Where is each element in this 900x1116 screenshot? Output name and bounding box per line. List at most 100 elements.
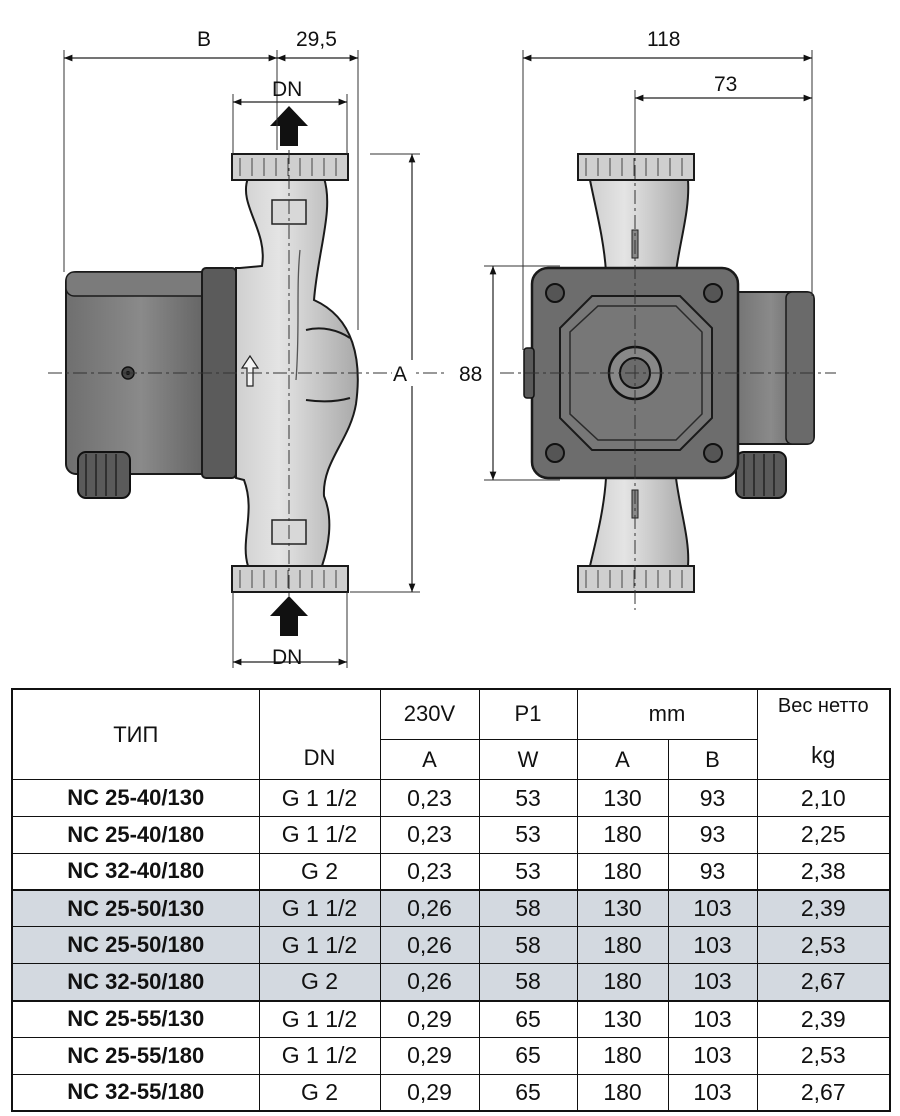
cell-current: 0,23 — [379, 816, 480, 854]
cell-a: 180 — [576, 926, 669, 965]
dim-offset-label: 29,5 — [296, 28, 337, 51]
dim-b-label: B — [197, 28, 211, 51]
pump-dimension-drawing: B 29,5 DN DN A — [48, 28, 836, 669]
cell-current: 0,29 — [379, 1000, 480, 1038]
dim-88-label: 88 — [459, 363, 482, 386]
corner-screw-icon — [545, 443, 565, 463]
corner-screw-icon — [703, 443, 723, 463]
flow-direction-icon — [240, 354, 260, 387]
cell-dn: G 1 1/2 — [258, 779, 381, 818]
cell-power: 65 — [478, 1000, 578, 1038]
cable-gland — [77, 451, 131, 499]
dim-73-label: 73 — [714, 73, 737, 96]
type-header: ТИП — [11, 688, 260, 781]
voltage-header: 230V — [379, 688, 480, 740]
dim-dn-bottom-label: DN — [272, 646, 302, 669]
cell-dn: G 1 1/2 — [258, 816, 381, 854]
cell-a: 180 — [576, 852, 669, 892]
cell-b: 93 — [667, 852, 758, 892]
cell-weight: 2,67 — [756, 963, 891, 1002]
dn-header: DN — [258, 688, 381, 781]
cell-current: 0,23 — [379, 779, 480, 818]
cell-a: 180 — [576, 1073, 669, 1112]
cell-dn: G 1 1/2 — [258, 926, 381, 965]
b-header: B — [667, 738, 758, 781]
cell-b: 103 — [667, 1073, 758, 1112]
cell-weight: 2,25 — [756, 816, 891, 854]
cell-power: 58 — [478, 889, 578, 928]
front-view: 118 73 88 — [454, 28, 836, 610]
cell-weight: 2,39 — [756, 889, 891, 928]
cell-b: 93 — [667, 816, 758, 854]
cell-type: NC 32-55/180 — [11, 1073, 260, 1112]
cell-b: 103 — [667, 963, 758, 1002]
dim-a-label: A — [393, 363, 407, 386]
outlet-arrow-icon — [270, 106, 308, 146]
cell-b: 103 — [667, 1000, 758, 1038]
front-bottom-thread — [577, 565, 695, 593]
power-header: P1 — [478, 688, 578, 740]
cell-type: NC 25-40/130 — [11, 779, 260, 818]
cell-weight: 2,53 — [756, 1036, 891, 1075]
cell-dn: G 1 1/2 — [258, 1000, 381, 1038]
header-row-top: ТИП DN 230V P1 mm Вес нетто kg — [11, 688, 891, 781]
dim-dn-top-label: DN — [272, 78, 302, 101]
cell-b: 93 — [667, 779, 758, 818]
corner-screw-icon — [545, 283, 565, 303]
bottom-thread — [231, 565, 349, 593]
cell-dn: G 2 — [258, 963, 381, 1002]
cell-current: 0,29 — [379, 1073, 480, 1112]
front-pipe-body — [588, 179, 690, 273]
cell-power: 65 — [478, 1036, 578, 1075]
cell-a: 180 — [576, 1036, 669, 1075]
cell-b: 103 — [667, 889, 758, 928]
side-view: B 29,5 DN DN A — [48, 28, 445, 669]
cell-current: 0,26 — [379, 889, 480, 928]
cell-type: NC 32-50/180 — [11, 963, 260, 1002]
current-unit-header: A — [379, 738, 480, 781]
cell-type: NC 25-55/180 — [11, 1036, 260, 1075]
cell-power: 53 — [478, 816, 578, 854]
cell-power: 53 — [478, 852, 578, 892]
cell-b: 103 — [667, 1036, 758, 1075]
cell-dn: G 1 1/2 — [258, 889, 381, 928]
motor-top-rib — [65, 271, 217, 297]
cell-current: 0,23 — [379, 852, 480, 892]
cell-a: 180 — [576, 816, 669, 854]
cell-a: 130 — [576, 1000, 669, 1038]
cell-a: 130 — [576, 889, 669, 928]
cell-power: 53 — [478, 779, 578, 818]
weight-header: Вес нетто kg — [756, 688, 891, 781]
inlet-arrow-icon — [270, 596, 308, 636]
a-header: A — [576, 738, 669, 781]
cell-weight: 2,39 — [756, 1000, 891, 1038]
pump-spec-table: ТИП DN 230V P1 mm Вес нетто kg A W A B N… — [11, 688, 891, 1112]
cell-weight: 2,67 — [756, 1073, 891, 1112]
cell-power: 65 — [478, 1073, 578, 1112]
corner-screw-icon — [703, 283, 723, 303]
cell-current: 0,26 — [379, 963, 480, 1002]
cell-a: 180 — [576, 963, 669, 1002]
cell-a: 130 — [576, 779, 669, 818]
dim-118-label: 118 — [647, 28, 680, 51]
cell-weight: 2,38 — [756, 852, 891, 892]
cell-type: NC 25-55/130 — [11, 1000, 260, 1038]
power-unit-header: W — [478, 738, 578, 781]
top-thread — [231, 153, 349, 181]
cell-power: 58 — [478, 926, 578, 965]
cell-type: NC 25-40/180 — [11, 816, 260, 854]
cell-dn: G 2 — [258, 852, 381, 892]
cell-weight: 2,53 — [756, 926, 891, 965]
cell-type: NC 25-50/180 — [11, 926, 260, 965]
cell-weight: 2,10 — [756, 779, 891, 818]
cell-dn: G 2 — [258, 1073, 381, 1112]
cell-b: 103 — [667, 926, 758, 965]
cell-current: 0,26 — [379, 926, 480, 965]
